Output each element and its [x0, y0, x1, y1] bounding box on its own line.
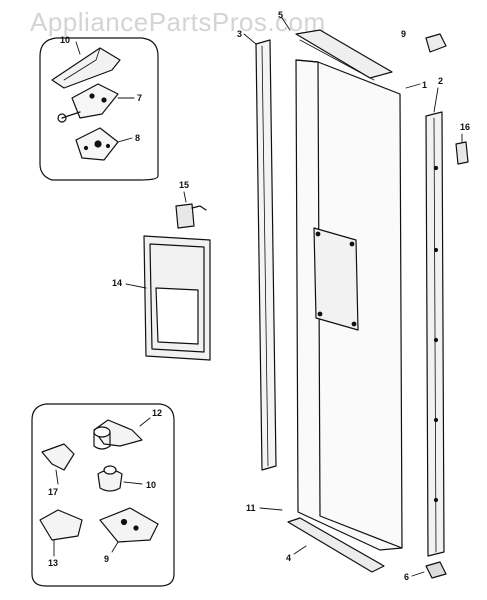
- callout-6: 6: [404, 572, 409, 582]
- callout-10b: 10: [146, 480, 156, 490]
- callout-9-top: 9: [401, 29, 406, 39]
- callout-13: 13: [48, 558, 58, 568]
- hinge-cover-13-part: [39, 509, 83, 541]
- callout-4: 4: [286, 553, 291, 563]
- callout-16: 16: [460, 122, 470, 132]
- hinge-bracket-part: [71, 83, 119, 119]
- handle-clip-part: [425, 33, 447, 53]
- hinge-plate-9-part: [99, 507, 159, 543]
- hinge-clip-part: [455, 141, 469, 165]
- hinge-bracket-17-part: [41, 443, 75, 471]
- cam-hinge-part: [93, 419, 143, 447]
- callout-11: 11: [246, 503, 256, 513]
- callout-5: 5: [278, 10, 283, 20]
- callout-7: 7: [137, 93, 142, 103]
- door-top-cap-part: [295, 29, 393, 79]
- callout-12: 12: [152, 408, 162, 418]
- callout-15: 15: [179, 180, 189, 190]
- hinge-parts-inset-frame: [31, 403, 175, 587]
- callout-14: 14: [112, 278, 122, 288]
- callout-1: 1: [422, 80, 427, 90]
- door-trim-strip-part: [255, 39, 277, 471]
- callout-9: 9: [104, 554, 109, 564]
- watermark-text: AppliancePartsPros.com: [30, 7, 326, 37]
- callout-10a: 10: [60, 35, 70, 45]
- door-bottom-trim-part: [287, 517, 385, 573]
- bottom-hinge-part: [425, 561, 447, 579]
- dispenser-opening: [313, 227, 359, 331]
- callout-2: 2: [438, 76, 443, 86]
- dispenser-switch-part: [175, 203, 195, 229]
- callout-8: 8: [135, 133, 140, 143]
- hinge-inset-frame: [39, 37, 159, 181]
- callout-17: 17: [48, 487, 58, 497]
- callout-3: 3: [237, 29, 242, 39]
- hinge-cover-part: [51, 47, 121, 89]
